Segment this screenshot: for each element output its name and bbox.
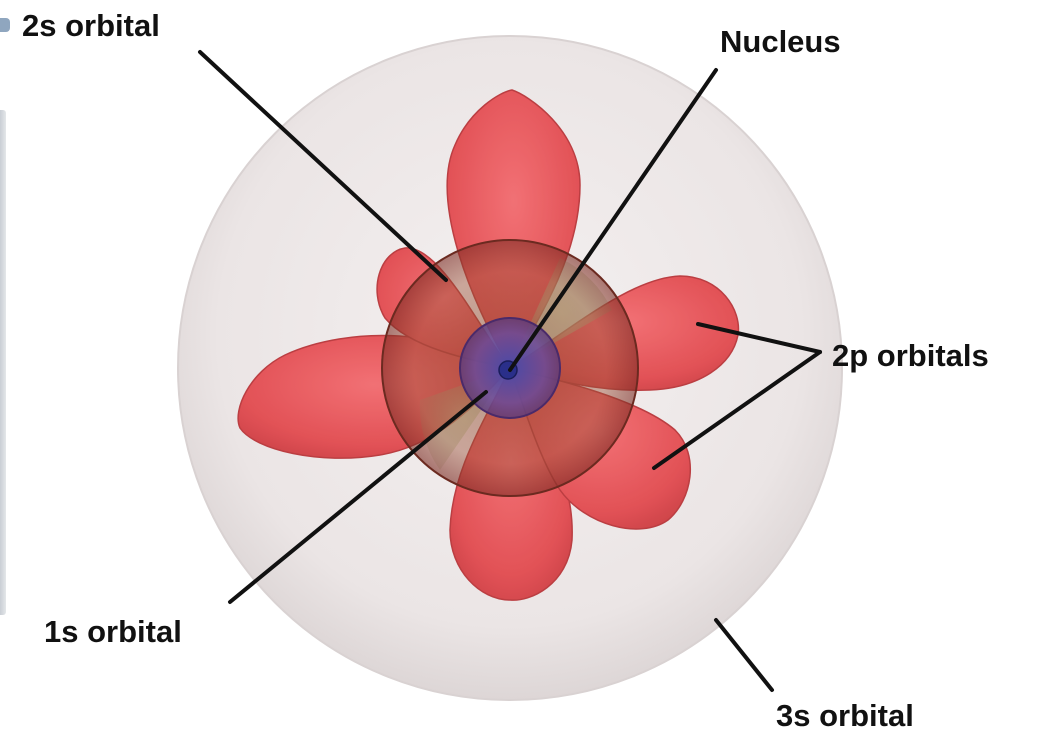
leader-line-3s: [714, 618, 774, 692]
cropped-side-frame: [0, 110, 6, 615]
leader-line-1s: [228, 390, 488, 604]
cropped-edge-mark: [0, 18, 10, 32]
label-2s-orbital: 2s orbital: [22, 8, 160, 43]
leader-line-2p-lower: [652, 350, 822, 470]
label-2p-orbitals: 2p orbitals: [832, 338, 989, 373]
leader-line-nucleus: [508, 68, 718, 372]
leader-line-2s: [198, 50, 448, 282]
leader-lines: [198, 50, 822, 692]
leader-line-2p-upper: [696, 322, 822, 354]
label-3s-orbital: 3s orbital: [776, 698, 914, 733]
label-1s-orbital: 1s orbital: [44, 614, 182, 649]
label-nucleus: Nucleus: [720, 24, 841, 59]
